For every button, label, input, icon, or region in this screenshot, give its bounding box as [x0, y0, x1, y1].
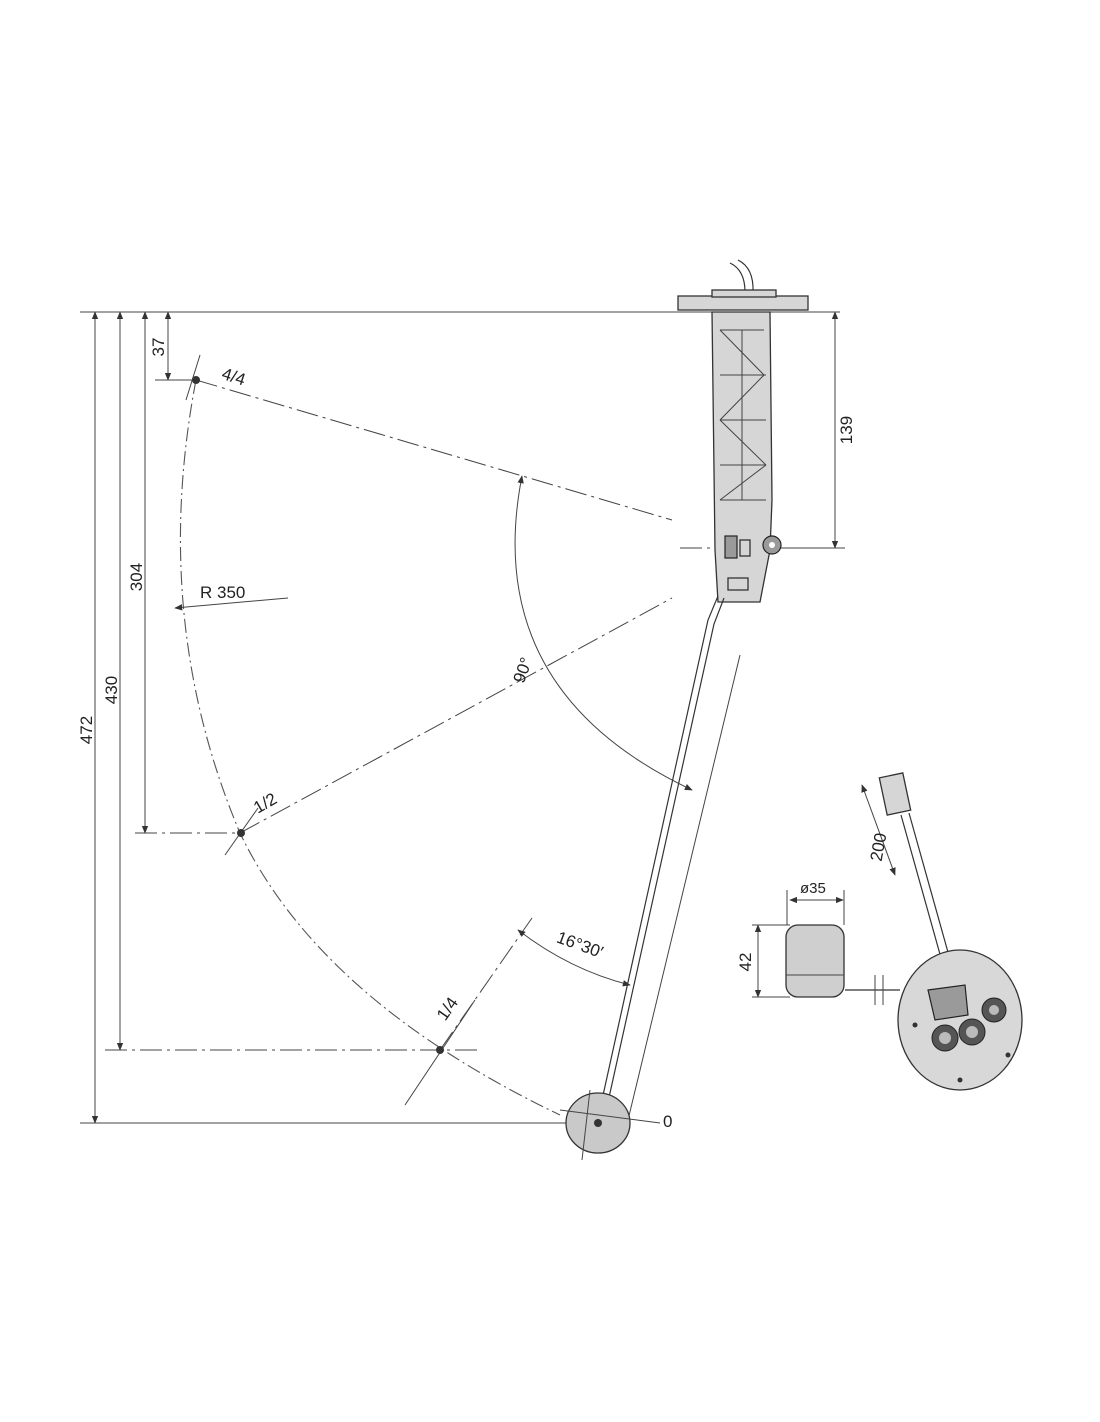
level-point-half: [237, 829, 245, 837]
rest-angle-arc: [517, 929, 631, 987]
float-detail: [785, 924, 845, 998]
level-point-full: [192, 376, 200, 384]
level-point-quarter: [436, 1046, 444, 1054]
detail-view: [752, 772, 1023, 1091]
dim-flange-to-pivot: 139: [837, 416, 856, 444]
detail-float-height: 42: [736, 953, 755, 972]
dim-rest-angle: 16°30′: [554, 928, 605, 962]
dim-sweep-angle: 90°: [510, 655, 537, 686]
dim-radius: R 350: [200, 583, 245, 602]
mounting-flange: [677, 295, 809, 311]
level-label-full: 4/4: [220, 364, 248, 389]
detail-cable-length: 200: [867, 831, 891, 862]
dim-half-height: 304: [127, 563, 146, 591]
dim-top-offset: 37: [149, 338, 168, 357]
dim-total-height: 472: [77, 716, 96, 744]
dim-arm-height: 430: [102, 676, 121, 704]
level-label-empty: 0: [663, 1112, 672, 1131]
sender-unit: [677, 259, 809, 603]
float-empty-position: [559, 1089, 661, 1161]
level-points: [192, 376, 444, 1054]
float-sweep-arc: [174, 354, 673, 1116]
vertical-dimensions: [91, 311, 839, 1124]
sweep-angle-arc: [514, 475, 693, 791]
base-plate: [897, 949, 1023, 1091]
cable-connector: [878, 772, 912, 816]
level-label-quarter: 1/4: [433, 994, 462, 1024]
detail-diameter: ø35: [800, 880, 826, 897]
float-arm: [597, 595, 741, 1121]
